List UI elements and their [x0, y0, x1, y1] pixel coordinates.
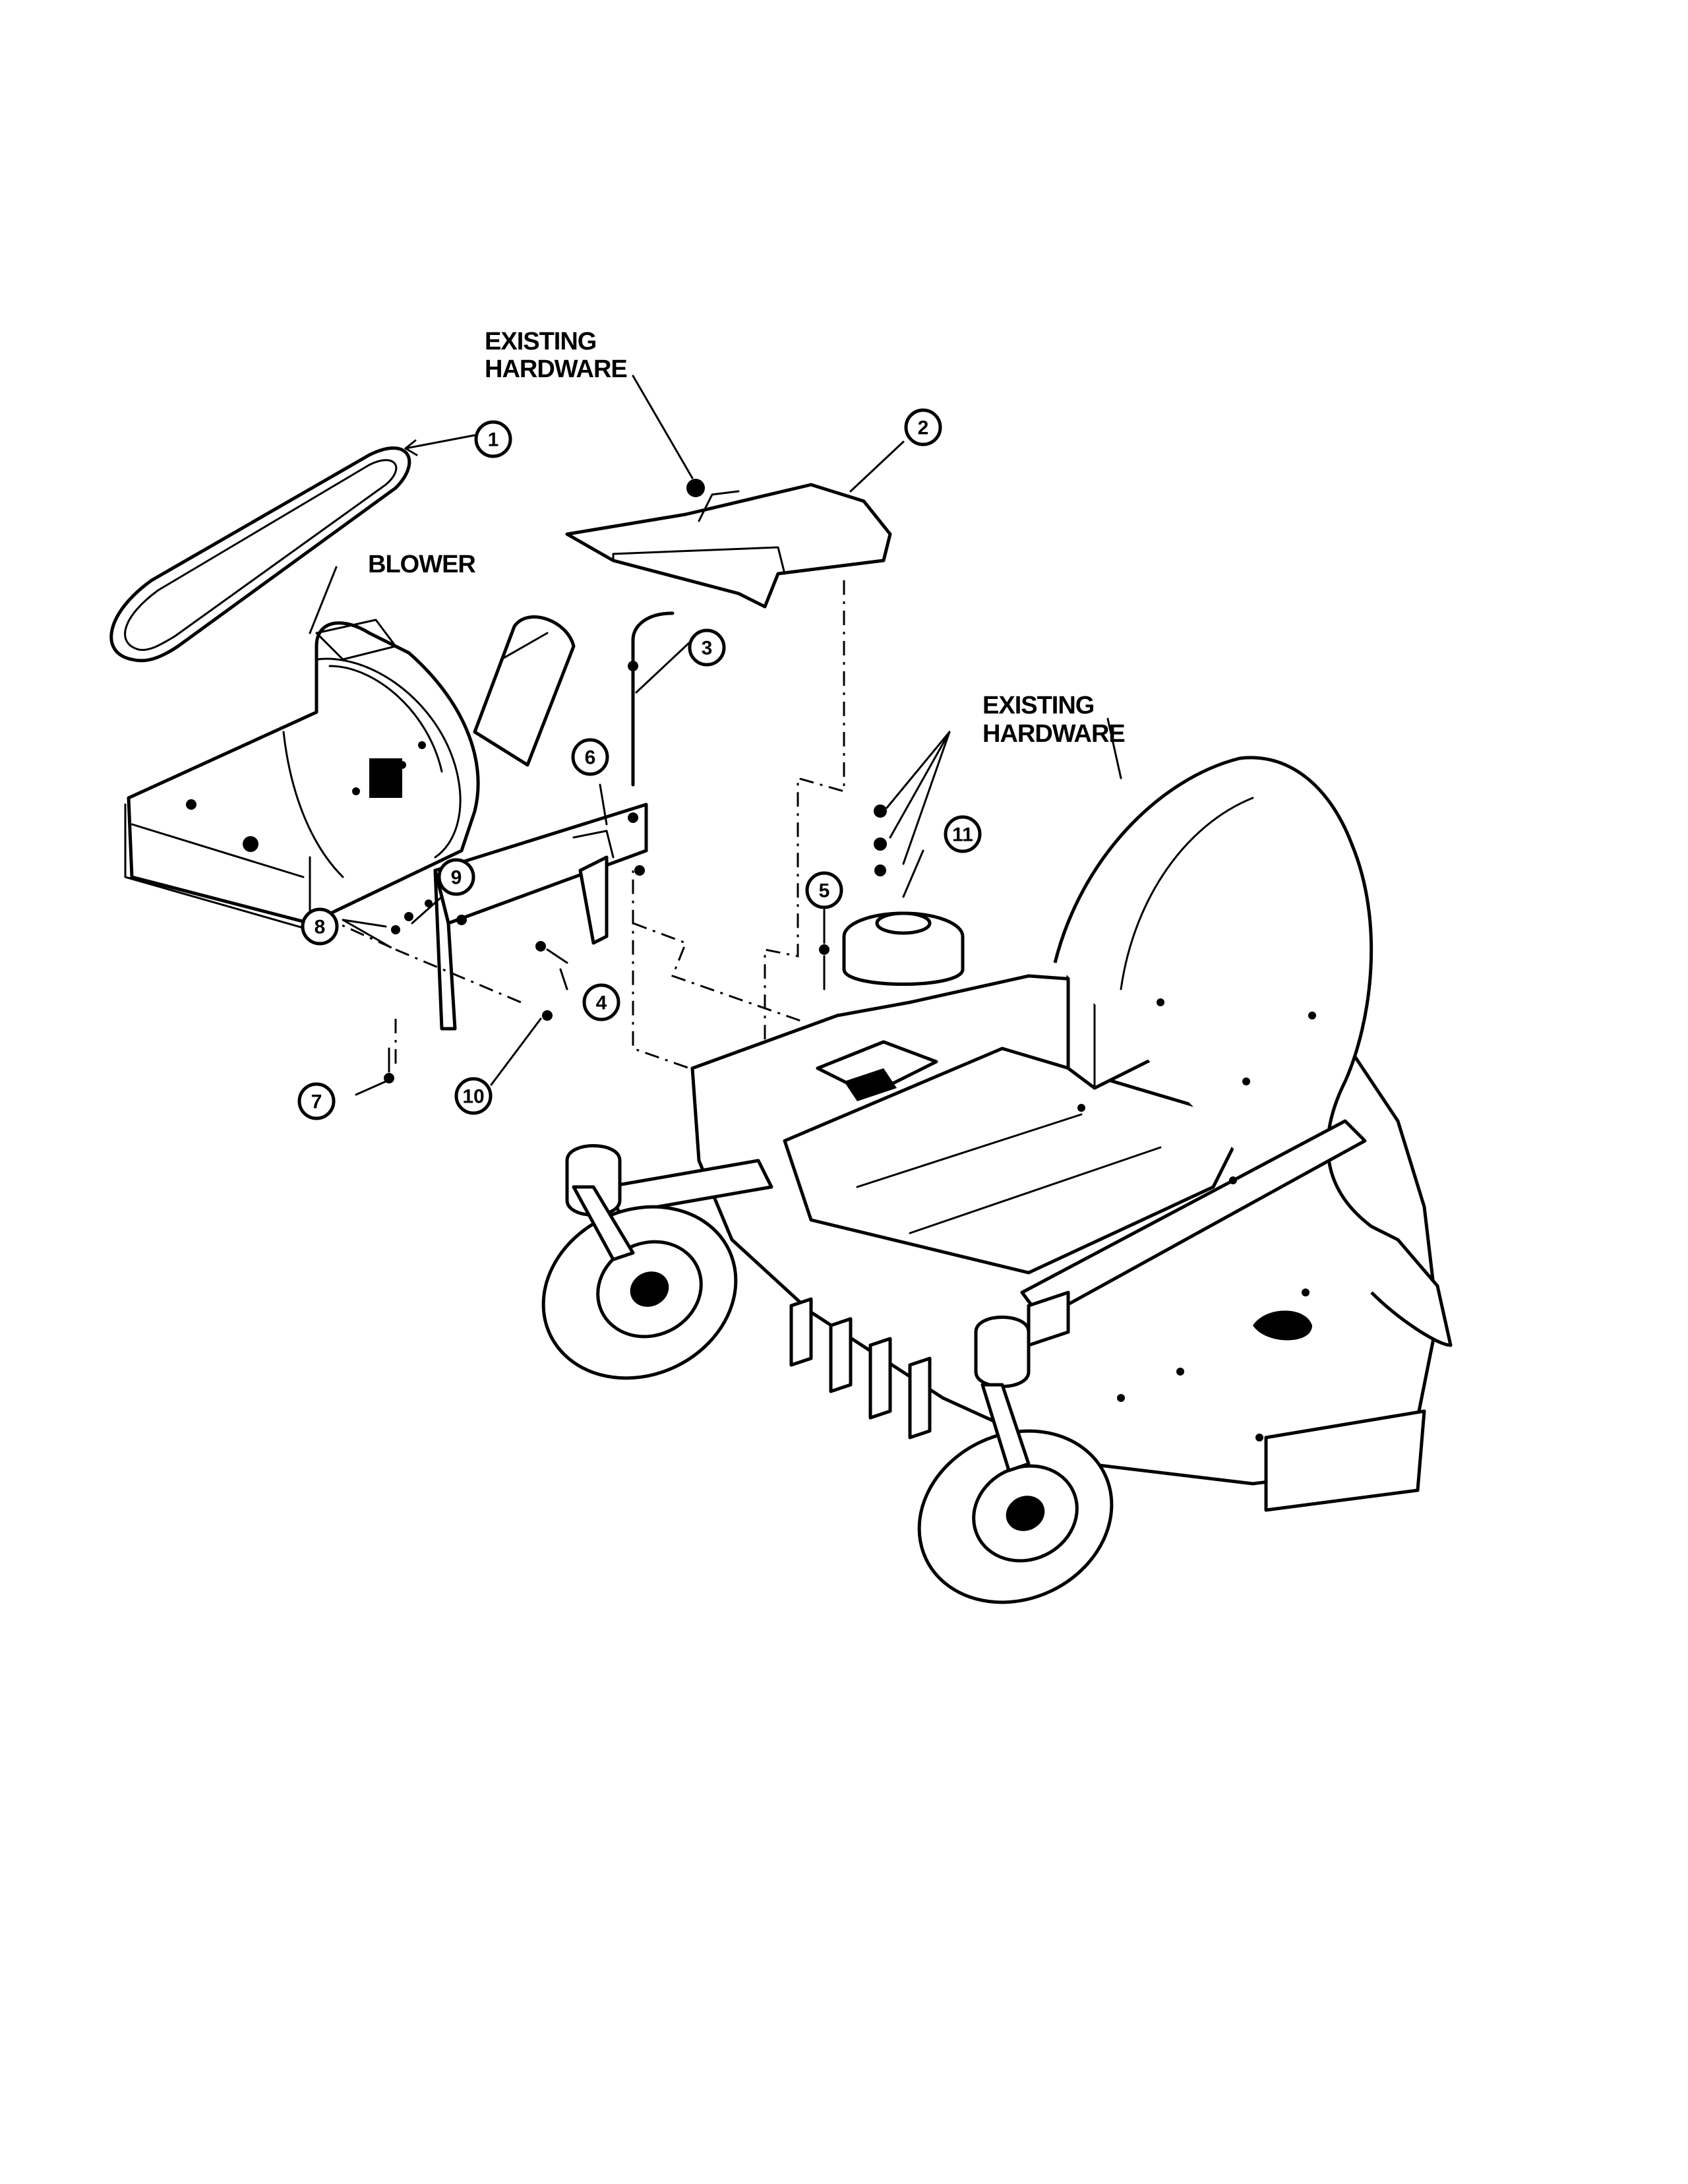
svg-text:8: 8: [315, 917, 326, 938]
svg-text:6: 6: [585, 747, 596, 769]
existing-hardware-top-label-line1: EXISTING: [485, 328, 596, 355]
callout-8: 8: [301, 907, 339, 946]
svg-text:2: 2: [918, 417, 929, 439]
svg-text:7: 7: [311, 1091, 322, 1113]
svg-text:10: 10: [462, 1086, 484, 1108]
callout-4: 4: [582, 983, 620, 1021]
rod: [628, 611, 675, 787]
existing-hardware-top-bolt: [686, 479, 705, 497]
blower-housing: [124, 615, 576, 931]
callout-11: 11: [944, 815, 982, 853]
callout-1: 1: [474, 420, 512, 458]
callouts: 1 2 3 4 5 6 7 8 9 10 11: [297, 408, 982, 1120]
mounting-bracket: [433, 803, 648, 1031]
blower-label: BLOWER: [368, 551, 475, 578]
callout-2: 2: [904, 408, 942, 446]
svg-text:3: 3: [702, 638, 713, 659]
existing-hardware-right-label-line2: HARDWARE: [982, 720, 1125, 748]
callout-7: 7: [297, 1082, 336, 1120]
caster-wheel-right: [917, 1383, 1114, 1604]
pulley: [842, 804, 965, 986]
callout-9: 9: [437, 858, 475, 896]
leader-lines: [309, 375, 1122, 1096]
callout-5: 5: [805, 871, 843, 909]
svg-text:11: 11: [952, 824, 973, 846]
blower-hub: [369, 758, 402, 798]
svg-text:1: 1: [488, 429, 499, 451]
drive-belt: [109, 446, 411, 663]
callout-6: 6: [571, 738, 609, 776]
svg-text:9: 9: [451, 867, 462, 889]
svg-text:5: 5: [819, 880, 830, 902]
labels: EXISTING HARDWARE EXISTING HARDWARE BLOW…: [368, 328, 1126, 748]
callout-10: 10: [454, 1077, 493, 1115]
existing-hardware-right-label-line1: EXISTING: [982, 692, 1094, 719]
existing-hardware-top-label-line2: HARDWARE: [485, 355, 627, 383]
belt-cover: [565, 479, 892, 609]
caster-wheel-left: [541, 1185, 738, 1380]
callout-3: 3: [688, 628, 726, 667]
svg-text:4: 4: [596, 992, 607, 1014]
mower-deck: [565, 756, 1453, 1512]
